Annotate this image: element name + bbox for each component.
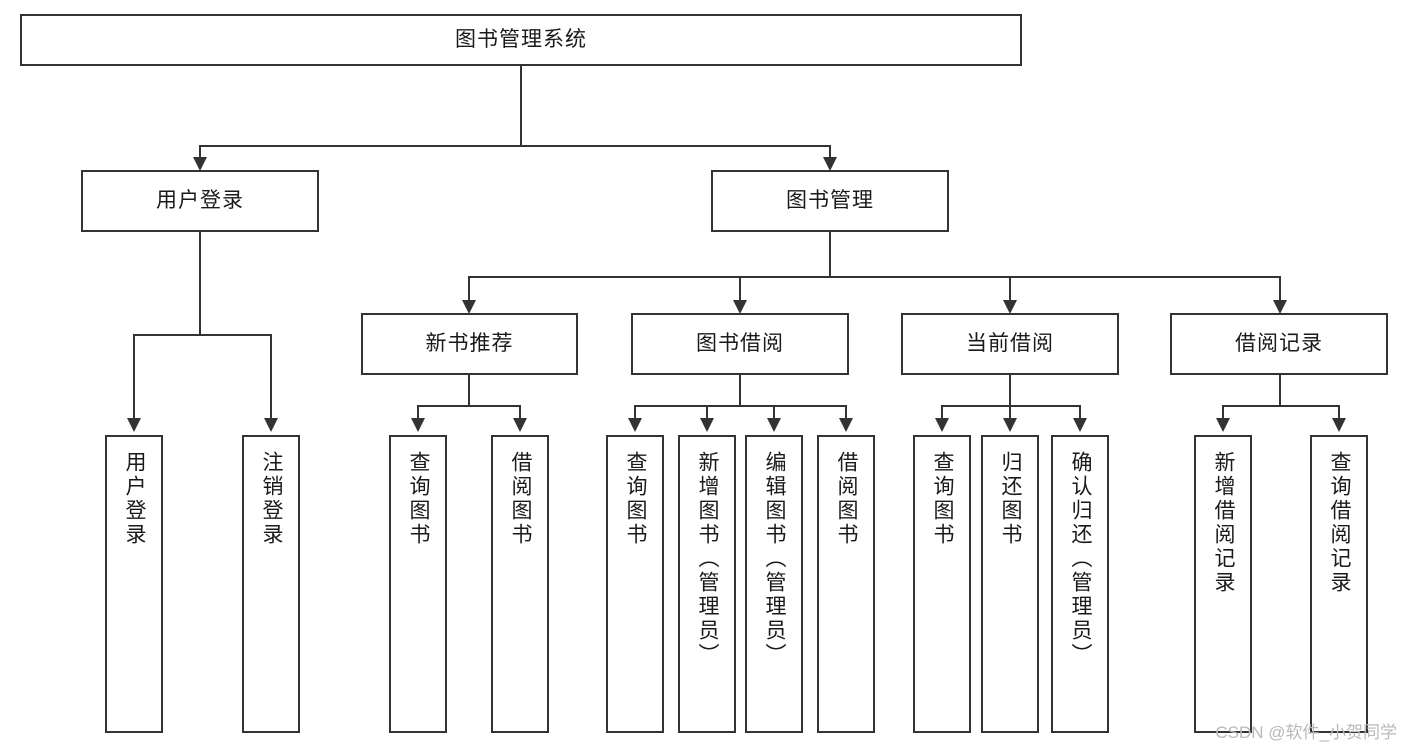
node-label: 图书管理系统	[455, 28, 587, 52]
node-label: 图书管理	[786, 189, 874, 213]
leaf-book-borrow-add-book-admin[interactable]: 新增图书（管理员）	[678, 435, 736, 733]
node-label: 查询图书	[407, 451, 431, 547]
leaf-user-login-logout[interactable]: 注销登录	[242, 435, 300, 733]
arrow-icon-to-book-borrow	[733, 300, 747, 314]
leaf-borrow-record-query-record[interactable]: 查询借阅记录	[1310, 435, 1368, 733]
arrow-icon-new-book-leaf-2	[513, 418, 527, 432]
connector-current-borrow-drop-1	[941, 405, 943, 420]
node-label: 借阅图书	[835, 451, 859, 547]
node-label: 查询借阅记录	[1328, 451, 1352, 595]
node-label: 确认归还（管理员）	[1069, 451, 1093, 667]
connector-current-borrow-drop-3	[1079, 405, 1081, 420]
node-label: 归还图书	[999, 451, 1023, 547]
node-label: 新增图书（管理员）	[696, 451, 720, 667]
connector-book-borrow-trunk	[739, 375, 741, 407]
leaf-current-borrow-return-book[interactable]: 归还图书	[981, 435, 1039, 733]
leaf-book-borrow-edit-book-admin[interactable]: 编辑图书（管理员）	[745, 435, 803, 733]
connector-borrow-record-trunk	[1279, 375, 1281, 407]
connector-user-login-drop-1	[133, 334, 135, 420]
connector-new-book-drop-2	[519, 405, 521, 420]
connector-user-login-drop-2	[270, 334, 272, 420]
connector-book-manage-bus	[468, 276, 1280, 278]
connector-book-borrow-drop-1	[634, 405, 636, 420]
connector-new-book-trunk	[468, 375, 470, 407]
leaf-new-book-borrow-book[interactable]: 借阅图书	[491, 435, 549, 733]
node-book-management[interactable]: 图书管理	[711, 170, 949, 232]
node-label: 查询图书	[931, 451, 955, 547]
arrow-icon-new-book-leaf-1	[411, 418, 425, 432]
node-root-library-system[interactable]: 图书管理系统	[20, 14, 1022, 66]
arrow-icon-user-login-leaf-1	[127, 418, 141, 432]
node-label: 新增借阅记录	[1212, 451, 1236, 595]
connector-book-borrow-drop-3	[773, 405, 775, 420]
leaf-new-book-query-book[interactable]: 查询图书	[389, 435, 447, 733]
connector-root-drop-1	[199, 145, 201, 159]
arrow-icon-to-borrow-record	[1273, 300, 1287, 314]
arrow-icon-borrow-record-leaf-1	[1216, 418, 1230, 432]
arrow-icon-user-login-leaf-2	[264, 418, 278, 432]
node-current-borrow[interactable]: 当前借阅	[901, 313, 1119, 375]
connector-borrow-record-drop-2	[1338, 405, 1340, 420]
arrow-icon-book-borrow-leaf-1	[628, 418, 642, 432]
connector-current-borrow-trunk	[1009, 375, 1011, 407]
connector-root-trunk	[520, 66, 522, 145]
node-label: 借阅图书	[509, 451, 533, 547]
node-label: 编辑图书（管理员）	[763, 451, 787, 667]
connector-current-borrow-bus	[941, 405, 1081, 407]
arrow-icon-current-borrow-leaf-1	[935, 418, 949, 432]
node-borrow-record[interactable]: 借阅记录	[1170, 313, 1388, 375]
leaf-book-borrow-query-book[interactable]: 查询图书	[606, 435, 664, 733]
arrow-icon-to-new-book	[462, 300, 476, 314]
arrow-icon-root-to-user-login	[193, 157, 207, 171]
arrow-icon-to-current-borrow	[1003, 300, 1017, 314]
watermark-text: CSDN @软件_小贺同学	[1215, 723, 1397, 742]
connector-borrow-record-drop-1	[1222, 405, 1224, 420]
connector-book-borrow-drop-4	[845, 405, 847, 420]
arrow-icon-borrow-record-leaf-2	[1332, 418, 1346, 432]
connector-root-bus	[199, 145, 831, 147]
node-label: 当前借阅	[966, 332, 1054, 356]
leaf-user-login-login[interactable]: 用户登录	[105, 435, 163, 733]
connector-user-login-bus	[133, 334, 271, 336]
leaf-book-borrow-borrow-book[interactable]: 借阅图书	[817, 435, 875, 733]
connector-user-login-trunk	[199, 232, 201, 336]
connector-book-borrow-bus	[634, 405, 846, 407]
node-new-book-recommend[interactable]: 新书推荐	[361, 313, 578, 375]
arrow-icon-book-borrow-leaf-3	[767, 418, 781, 432]
arrow-icon-book-borrow-leaf-2	[700, 418, 714, 432]
arrow-icon-root-to-book-manage	[823, 157, 837, 171]
connector-borrow-record-bus	[1222, 405, 1338, 407]
node-label: 图书借阅	[696, 332, 784, 356]
node-book-borrow[interactable]: 图书借阅	[631, 313, 849, 375]
leaf-current-borrow-confirm-return-admin[interactable]: 确认归还（管理员）	[1051, 435, 1109, 733]
connector-new-book-bus	[417, 405, 521, 407]
arrow-icon-current-borrow-leaf-2	[1003, 418, 1017, 432]
connector-book-manage-drop-1	[468, 276, 470, 302]
arrow-icon-book-borrow-leaf-4	[839, 418, 853, 432]
connector-current-borrow-drop-2	[1009, 405, 1011, 420]
connector-book-manage-drop-2	[739, 276, 741, 302]
connector-new-book-drop-1	[417, 405, 419, 420]
connector-book-manage-drop-4	[1279, 276, 1281, 302]
node-label: 借阅记录	[1235, 332, 1323, 356]
node-label: 用户登录	[123, 451, 147, 547]
node-label: 用户登录	[156, 189, 244, 213]
node-user-login[interactable]: 用户登录	[81, 170, 319, 232]
arrow-icon-current-borrow-leaf-3	[1073, 418, 1087, 432]
leaf-current-borrow-query-book[interactable]: 查询图书	[913, 435, 971, 733]
connector-book-manage-drop-3	[1009, 276, 1011, 302]
node-label: 新书推荐	[425, 332, 514, 356]
connector-root-drop-2	[829, 145, 831, 159]
leaf-borrow-record-add-record[interactable]: 新增借阅记录	[1194, 435, 1252, 733]
connector-book-borrow-drop-2	[706, 405, 708, 420]
connector-book-manage-trunk	[829, 232, 831, 278]
node-label: 注销登录	[260, 451, 284, 547]
node-label: 查询图书	[624, 451, 648, 547]
